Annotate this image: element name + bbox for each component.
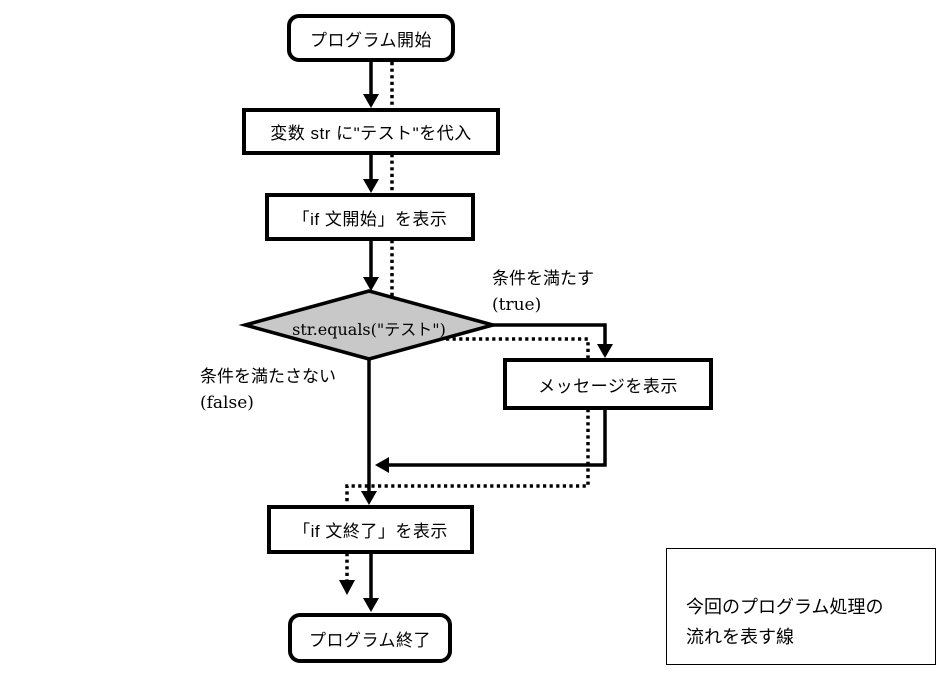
label-true-text: 条件を満たす (492, 269, 594, 288)
label-false-value: (false) (200, 393, 254, 413)
node-message-process: メッセージを表示 (503, 358, 713, 410)
dotted-arrowhead-down-icon (339, 580, 355, 595)
node-start-label: プログラム開始 (310, 30, 432, 50)
node-message-label: メッセージを表示 (538, 376, 678, 396)
label-false-branch: 条件を満たさない (false) (200, 364, 336, 416)
arrowhead-down-icon (363, 179, 379, 193)
node-assign-process: 変数 str に"テスト"を代入 (242, 108, 500, 155)
label-true-value: (true) (492, 295, 542, 315)
node-end-terminal: プログラム終了 (288, 613, 452, 663)
edge-message-merge-line (389, 408, 607, 467)
node-if-end-process: 「if 文終了」を表示 (267, 505, 474, 554)
arrowhead-down-icon (363, 277, 379, 291)
label-true-branch: 条件を満たす (true) (492, 266, 594, 318)
decision-diamond-label: str.equals("テスト") (292, 320, 446, 339)
arrowhead-down-icon (361, 491, 377, 505)
node-assign-label: 変数 str に"テスト"を代入 (270, 124, 472, 143)
arrowhead-down-icon (363, 598, 379, 612)
trace-condition-message-dotted (446, 337, 590, 359)
legend-box (666, 548, 936, 665)
legend-line-1: 今回のプログラム処理の (686, 597, 884, 617)
legend-text: 今回のプログラム処理の 流れを表す線 (686, 592, 883, 652)
node-if-end-label: 「if 文終了」を表示 (293, 522, 448, 541)
arrowhead-down-icon (363, 94, 379, 108)
legend-line-2: 流れを表す線 (686, 627, 794, 647)
label-false-text: 条件を満たさない (200, 367, 336, 386)
trace-message-ifend-dotted (345, 409, 590, 504)
node-if-start-label: 「if 文開始」を表示 (292, 209, 448, 229)
arrowhead-left-icon (375, 457, 389, 473)
node-if-start-process: 「if 文開始」を表示 (265, 193, 475, 241)
node-end-label: プログラム終了 (309, 630, 431, 650)
edge-condition-message-line (491, 323, 607, 345)
node-start-terminal: プログラム開始 (287, 14, 455, 62)
decision-diamond-shape (238, 289, 500, 361)
arrowhead-down-icon (597, 344, 613, 358)
